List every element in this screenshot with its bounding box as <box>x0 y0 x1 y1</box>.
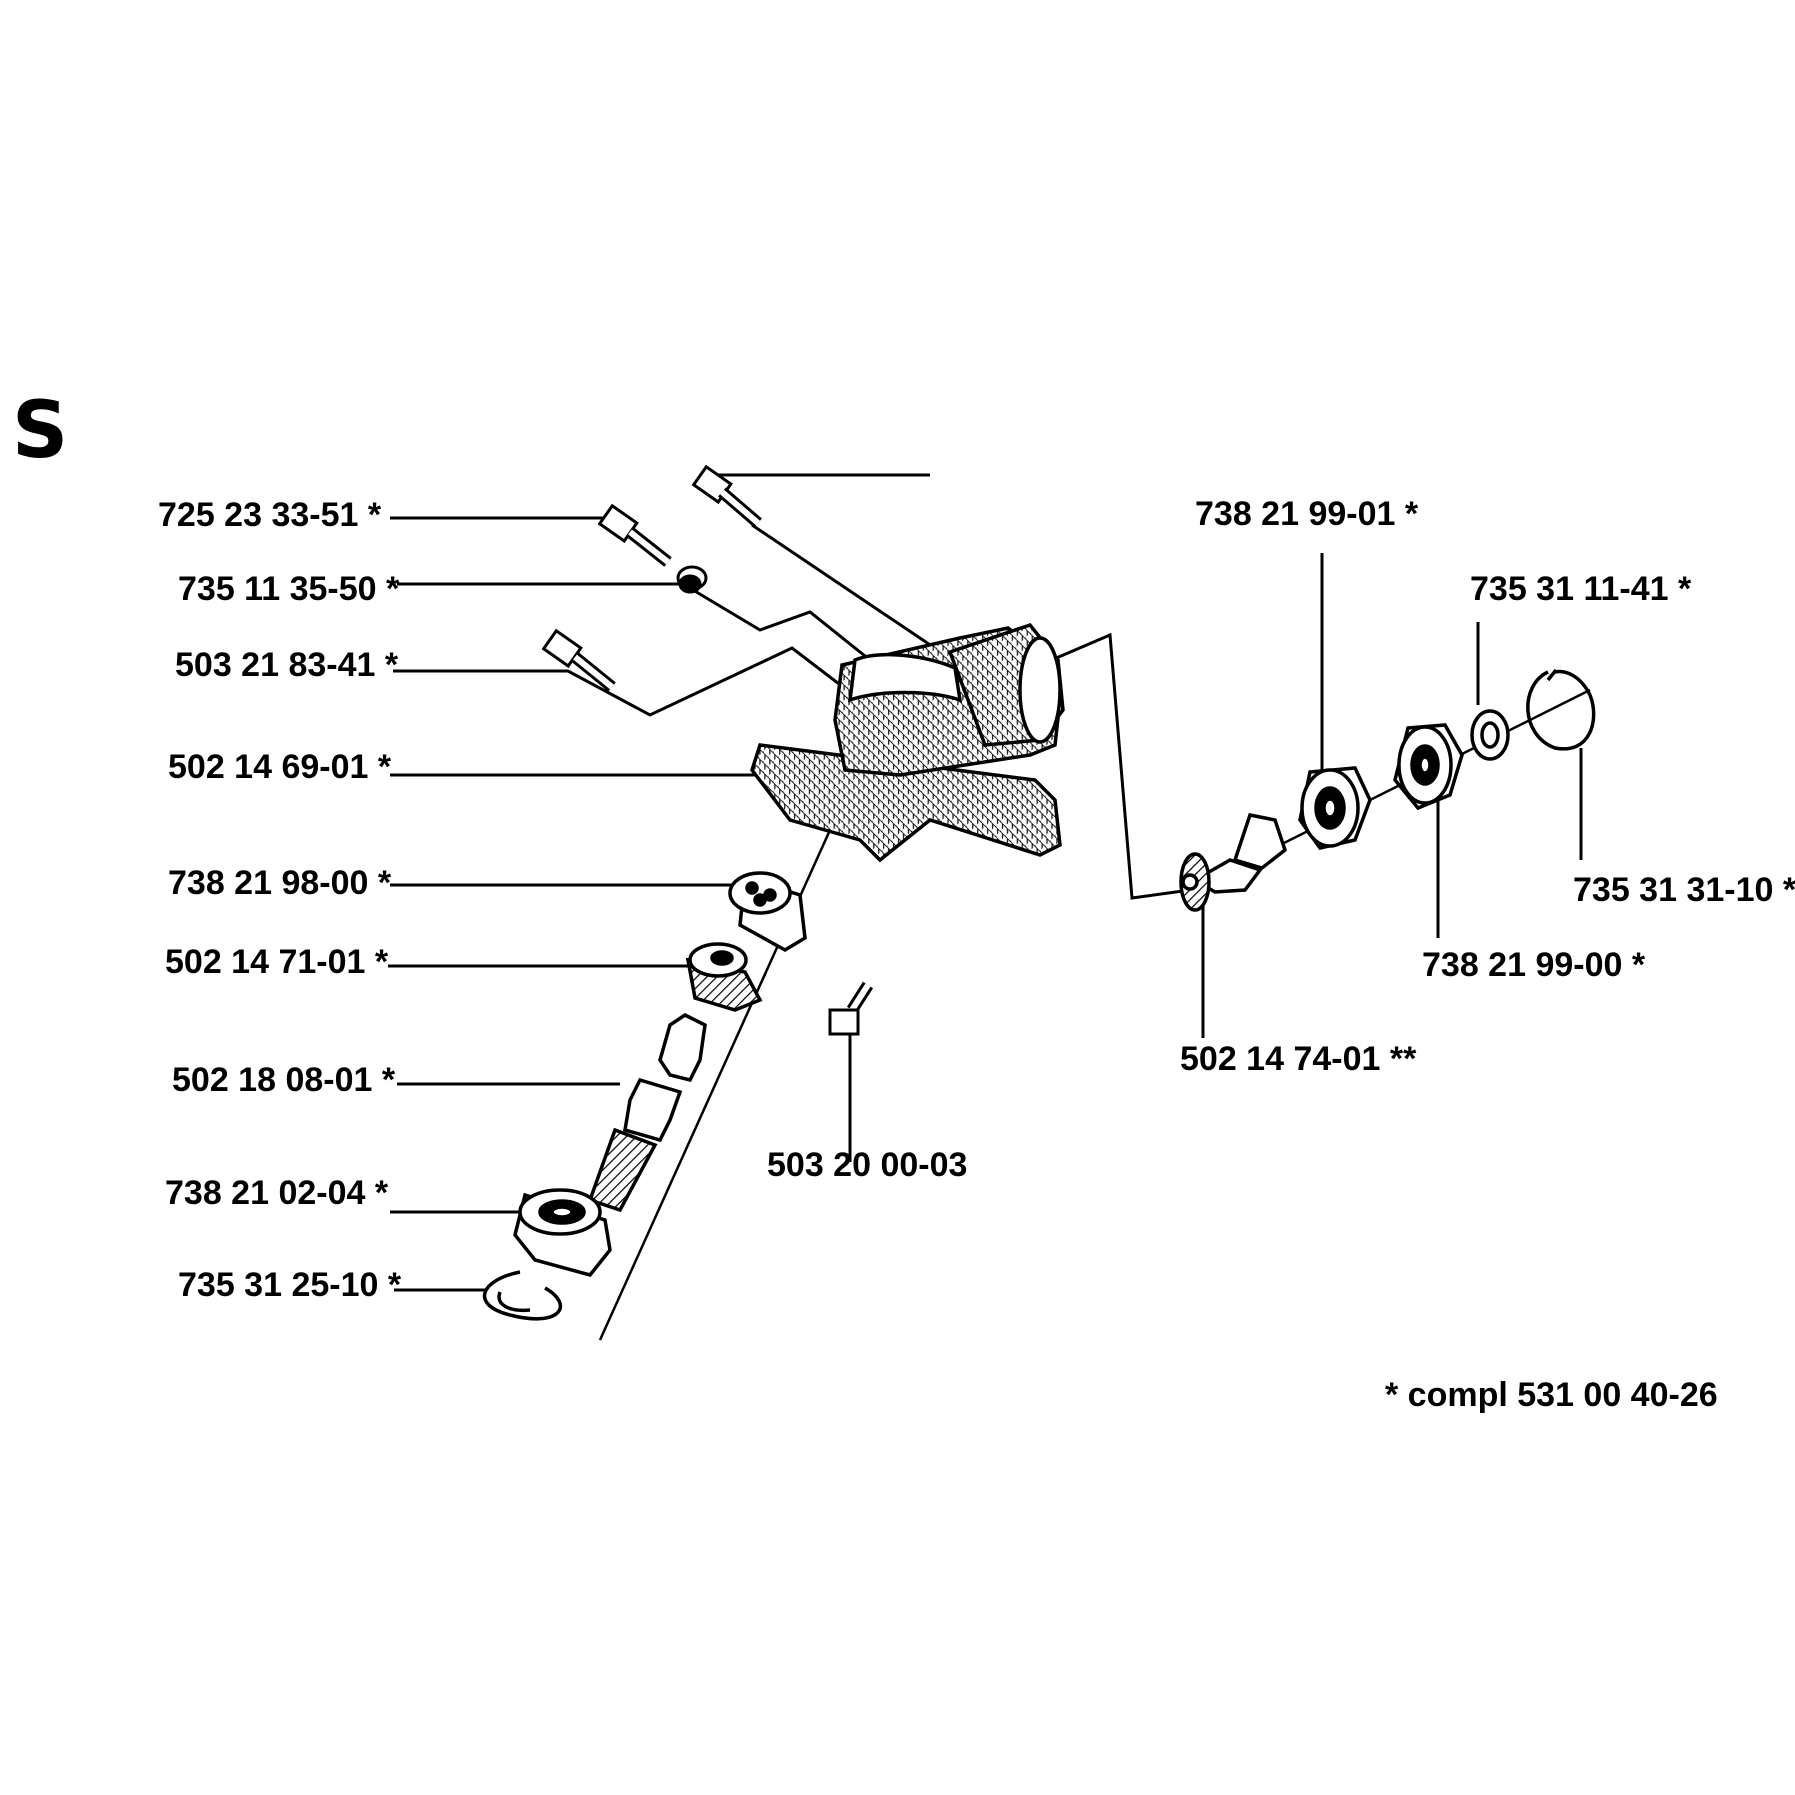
bolt-503-21-83-41 <box>541 628 616 692</box>
part-label-735-31-31-10: 735 31 31-10 * <box>1573 871 1795 909</box>
part-label-502-14-71-01: 502 14 71-01 * <box>165 943 389 981</box>
bearing-738-21-99-01 <box>1298 766 1372 850</box>
circlip-735-31-25-10 <box>482 1270 563 1321</box>
part-label-503-20-00-03: 503 20 00-03 <box>767 1146 968 1184</box>
part-label-735-31-25-10: 735 31 25-10 * <box>178 1266 402 1304</box>
part-label-738-21-98-00: 738 21 98-00 * <box>168 864 392 902</box>
bolt-725-23-33-51 <box>597 503 672 567</box>
leader-735-11-35-50 <box>397 582 881 670</box>
footnote: * compl 531 00 40-26 <box>1385 1376 1718 1414</box>
part-label-503-21-83-41: 503 21 83-41 * <box>175 646 399 684</box>
leader-503-21-83-41 <box>393 646 861 717</box>
part-label-502-18-08-01: 502 18 08-01 * <box>172 1061 396 1099</box>
part-label-502-14-69-01: 502 14 69-01 * <box>168 748 392 786</box>
part-label-738-21-99-01: 738 21 99-01 * <box>1195 495 1419 533</box>
washer-735-11-35-50 <box>676 565 708 594</box>
part-label-502-14-74-01: 502 14 74-01 ** <box>1180 1040 1417 1078</box>
part-label-738-21-99-00: 738 21 99-00 * <box>1422 946 1646 984</box>
gear-502-14-71-01 <box>685 942 763 1012</box>
leader-top-bolt-diag <box>751 523 961 667</box>
part-label-725-23-33-51: 725 23 33-51 * <box>158 496 382 534</box>
shaft-502-18-08-01 <box>587 1012 707 1213</box>
bolt-top <box>691 464 762 528</box>
pinion-502-14-74-01 <box>1179 812 1288 912</box>
bearing-738-21-02-04 <box>513 1188 612 1277</box>
screw-503-20-00-03 <box>828 981 874 1036</box>
part-label-735-11-35-50: 735 11 35-50 * <box>178 570 400 608</box>
bearing-738-21-98-00 <box>728 871 807 953</box>
washer-735-31-11-41 <box>1470 709 1510 761</box>
part-label-735-31-11-41: 735 31 11-41 * <box>1470 570 1692 608</box>
bearing-738-21-99-00 <box>1393 723 1464 811</box>
part-label-738-21-02-04: 738 21 02-04 * <box>165 1174 389 1212</box>
gear-housing <box>750 622 1065 863</box>
section-letter: S <box>12 386 69 476</box>
leader-housing-pinion <box>1039 632 1191 900</box>
circlip-735-31-31-10 <box>1526 668 1596 751</box>
